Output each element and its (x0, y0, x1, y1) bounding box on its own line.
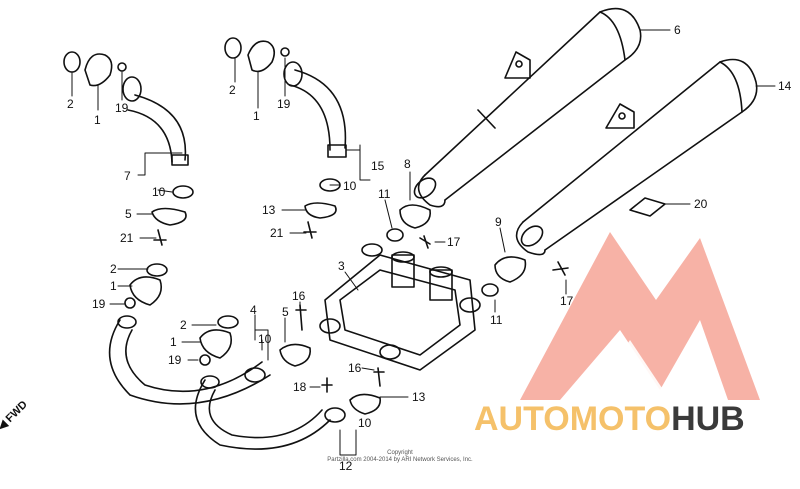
flange-1a (84, 53, 113, 87)
label-1a: 1 (94, 113, 101, 127)
flange-1d (199, 329, 233, 359)
muffler-lower (515, 58, 758, 256)
bolt-18 (321, 377, 333, 393)
label-2c: 2 (110, 262, 117, 276)
label-18: 18 (293, 380, 307, 394)
watermark-logo-icon (520, 232, 760, 400)
collar-10a (172, 185, 194, 199)
brand-part-2: HUB (671, 400, 745, 438)
label-1d: 1 (170, 335, 177, 349)
label-13b: 13 (412, 390, 426, 404)
collar-10d (324, 407, 346, 423)
label-20: 20 (694, 197, 708, 211)
bolt-16a (295, 304, 307, 331)
label-19c: 19 (92, 297, 106, 311)
nut-19c (124, 297, 136, 309)
clamp-5a (151, 207, 187, 226)
copyright-line-1: Copyright (387, 450, 413, 456)
label-17b: 17 (560, 294, 574, 308)
label-3: 3 (338, 259, 345, 273)
label-5b: 5 (282, 305, 289, 319)
label-10c: 10 (258, 332, 272, 346)
bolt-21b (303, 221, 317, 239)
label-5a: 5 (125, 207, 132, 221)
leader-lines (71, 29, 776, 456)
nut-19d (199, 354, 211, 366)
gasket-2a (63, 51, 81, 73)
label-10d: 10 (358, 416, 372, 430)
flange-1c (129, 276, 163, 306)
flange-1b (247, 40, 276, 73)
bolt-17b (552, 261, 569, 276)
bolt-21a (153, 229, 167, 246)
label-21b: 21 (270, 226, 284, 240)
label-10b: 10 (343, 179, 357, 193)
nut-19b (280, 47, 290, 57)
label-21a: 21 (120, 231, 134, 245)
label-2d: 2 (180, 318, 187, 332)
muffler-upper (413, 7, 642, 208)
label-11a: 11 (378, 187, 391, 201)
exhaust-chamber (319, 243, 481, 371)
bolt-17a (419, 235, 431, 249)
label-19b: 19 (277, 97, 291, 111)
label-14: 14 (778, 79, 792, 93)
copyright-line-2: Partzilla.com 2004-2014 by ARI Network S… (327, 457, 473, 463)
bolt-16b (373, 367, 385, 387)
collar-10c (244, 367, 266, 383)
label-17a: 17 (447, 235, 461, 249)
label-6: 6 (674, 23, 681, 37)
label-1b: 1 (253, 109, 260, 123)
collar-11b (481, 283, 499, 297)
brand-part-1: AUTOMOTO (474, 400, 672, 438)
copyright-notice: Copyright Partzilla.com 2004-2014 by ARI… (300, 450, 500, 464)
nut-19a (117, 62, 127, 72)
exhaust-pipe-lower-left (108, 315, 271, 405)
gasket-2b (224, 37, 242, 59)
gasket-2c (146, 263, 168, 277)
watermark-brand: AUTOMOTOHUB (474, 400, 745, 439)
label-1c: 1 (110, 279, 117, 293)
label-12: 12 (339, 459, 353, 473)
label-15: 15 (371, 159, 385, 173)
label-10a: 10 (152, 185, 166, 199)
label-2b: 2 (229, 83, 236, 97)
collar-11a (386, 228, 404, 242)
label-4: 4 (250, 303, 257, 317)
clamp-5b (279, 343, 312, 367)
clamp-13a (304, 202, 337, 219)
label-7: 7 (124, 169, 131, 183)
label-19a: 19 (115, 101, 129, 115)
label-13a: 13 (262, 203, 276, 217)
clamp-13b (349, 393, 382, 415)
gasket-2d (217, 315, 239, 329)
label-2a: 2 (67, 97, 74, 111)
label-11b: 11 (490, 313, 503, 327)
clamp-8 (399, 204, 432, 229)
label-16b: 16 (348, 361, 362, 375)
label-9: 9 (495, 215, 502, 229)
exhaust-pipe-lower-center (194, 375, 331, 450)
exhaust-pipe-upper-left (122, 76, 189, 166)
clamp-9 (494, 256, 527, 283)
label-16a: 16 (292, 289, 306, 303)
label-8: 8 (404, 157, 411, 171)
damper-pad (629, 197, 666, 217)
exhaust-pipe-upper-center (283, 61, 347, 158)
label-19d: 19 (168, 353, 182, 367)
